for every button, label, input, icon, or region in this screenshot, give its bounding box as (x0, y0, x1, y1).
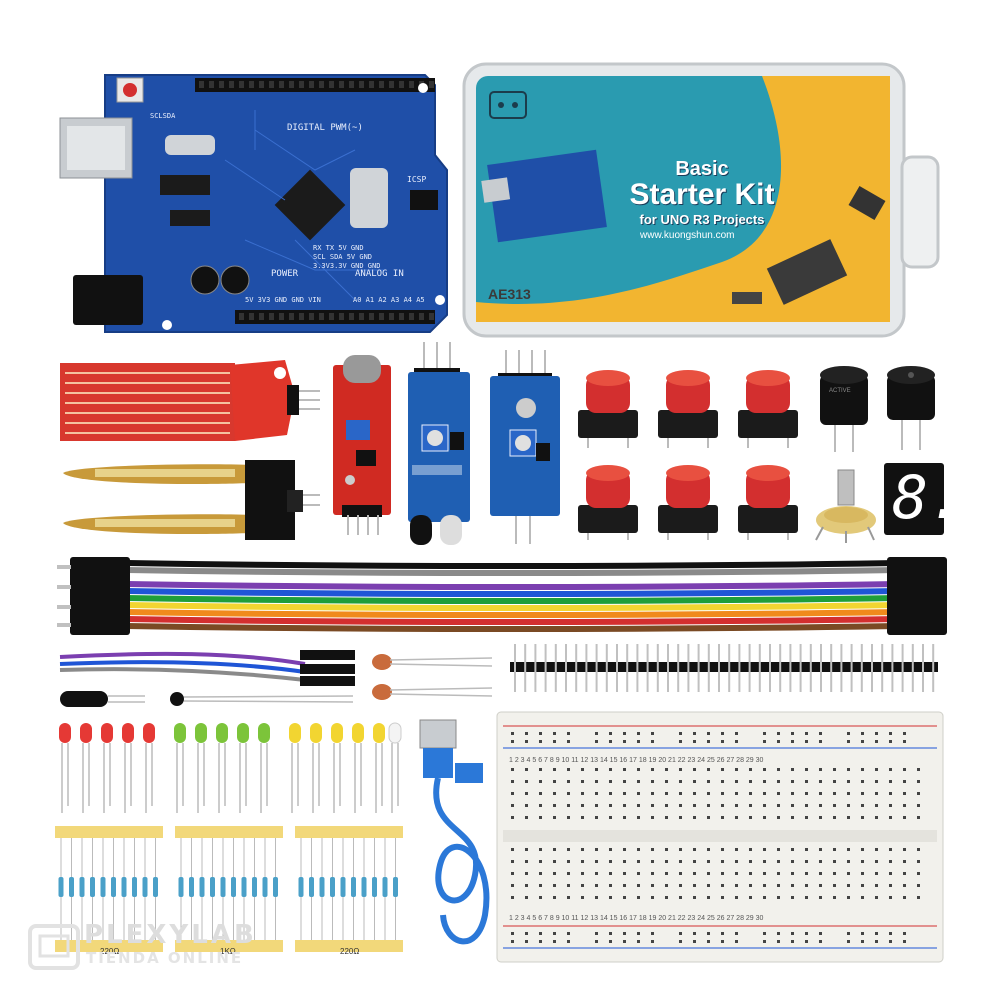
tilt-switch-and-thermistor (60, 691, 354, 707)
usb-cable (419, 719, 490, 945)
jumper-wire (124, 581, 896, 590)
breadboard-column-numbers-top: 1 2 3 4 5 6 7 8 9 10 11 12 13 14 15 16 1… (509, 757, 764, 764)
push-button (738, 465, 798, 540)
led (373, 723, 385, 813)
seven-segment-display (884, 463, 944, 535)
led (258, 723, 270, 813)
led (237, 723, 249, 813)
resistor-strip-art (55, 826, 403, 952)
push-button (738, 370, 798, 448)
led-white (388, 722, 402, 813)
jumper-wire (124, 560, 896, 569)
kit-website: www.kuongshun.com (640, 230, 735, 241)
push-button (578, 465, 638, 540)
led (195, 723, 207, 813)
breadboard-column-numbers-bottom: 1 2 3 4 5 6 7 8 9 10 11 12 13 14 15 16 1… (509, 915, 764, 922)
watermark-logo-icon (28, 924, 80, 970)
jumper-wire (124, 609, 896, 618)
jumper-wire (124, 574, 896, 583)
led (143, 723, 155, 813)
kit-model: AE313 (488, 286, 531, 302)
water-level-sensor (60, 360, 320, 441)
starter-kit-box (462, 62, 940, 338)
jumper-wire (124, 595, 896, 604)
svg-text:ACTIVE: ACTIVE (829, 388, 851, 394)
led (122, 723, 134, 813)
resistor-strip-label-2: 1KΩ (220, 947, 236, 956)
resistor-strip-label-3: 220Ω (340, 947, 360, 956)
power-pins-label: 5V 3V3 GND GND VIN (245, 296, 321, 304)
v-row-label: 3.3V3.3V GND GND (313, 262, 380, 270)
scl-row-label: SCL SDA 5V GND (313, 253, 372, 261)
jumper-wire (124, 623, 896, 632)
led (59, 723, 71, 813)
sound-sensor-module (333, 355, 391, 535)
ir-obstacle-sensor (408, 342, 470, 545)
analog-label: ANALOG IN (355, 269, 404, 279)
jumper-wire (124, 567, 896, 576)
watermark-tagline: TIENDA ONLINE (86, 949, 244, 967)
led (289, 723, 301, 813)
kit-title-line1: Basic (675, 158, 729, 180)
analog-pins-label: A0 A1 A2 A3 A4 A5 (353, 296, 425, 304)
led (101, 723, 113, 813)
seven-segment-digit: 8. (892, 463, 965, 533)
led (216, 723, 228, 813)
icsp-label: ICSP (407, 175, 426, 184)
kit-title-line3: for UNO R3 Projects (639, 212, 765, 227)
jumper-wire (124, 616, 896, 625)
jumper-wire (124, 588, 896, 597)
active-buzzer: ACTIVE (820, 366, 868, 452)
push-buttons (578, 370, 798, 540)
resistor-strips: 220Ω 1KΩ 220Ω (55, 822, 405, 962)
light-sensor-module (490, 350, 560, 544)
photoresistors (372, 654, 493, 700)
arduino-uno-board: DIGITAL PWM(~) POWER ANALOG IN ICSP SCLS… (59, 74, 448, 333)
led (310, 723, 322, 813)
digital-label: DIGITAL PWM(~) (287, 123, 363, 133)
led (174, 723, 186, 813)
push-button (658, 465, 718, 540)
pin-header-strip (510, 644, 938, 692)
jumper-wire (124, 602, 896, 611)
led (352, 723, 364, 813)
passive-buzzer (887, 366, 935, 450)
soil-moisture-sensor (63, 460, 320, 540)
led-set (59, 722, 402, 813)
jumper-wire-bundle (57, 557, 947, 635)
female-wire-set (59, 650, 355, 686)
scl-sda-label: SCLSDA (150, 112, 176, 120)
breadboard: 1 2 3 4 5 6 7 8 9 10 11 12 13 14 15 16 1… (496, 711, 944, 963)
power-label: POWER (271, 269, 299, 279)
rx-tx-row-label: RX TX 5V GND (313, 244, 364, 252)
resistor-strip-label-1: 220Ω (100, 947, 120, 956)
watermark-brand: PLEXYLAB (84, 920, 257, 950)
led (80, 723, 92, 813)
led (331, 723, 343, 813)
potentiometer (815, 469, 876, 543)
push-button (658, 370, 718, 448)
push-button (578, 370, 638, 448)
kit-title-line2: Starter Kit (629, 178, 775, 211)
